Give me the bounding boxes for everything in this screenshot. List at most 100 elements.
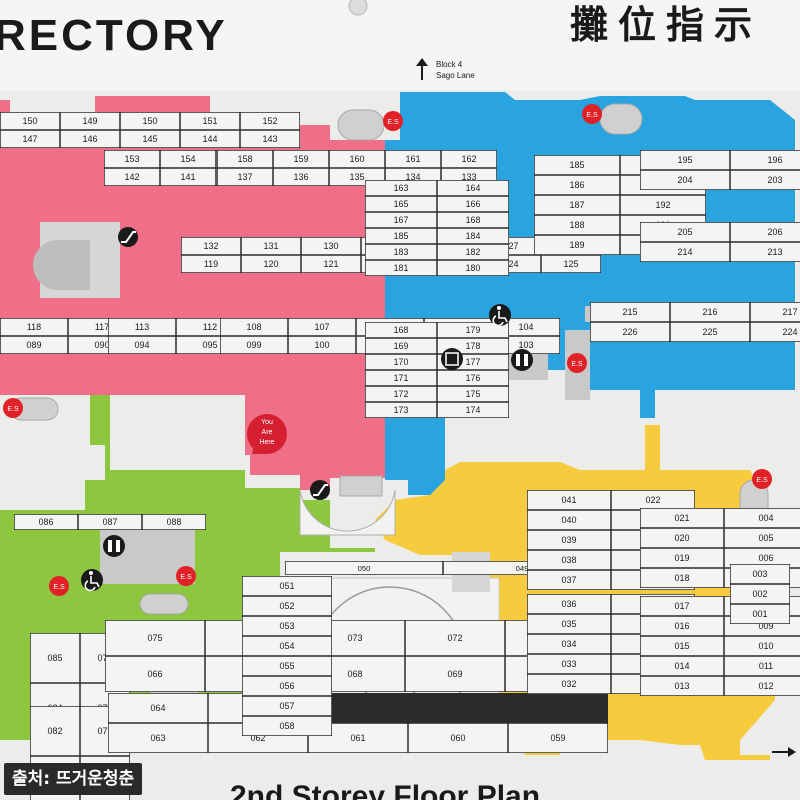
stall-cell xyxy=(730,170,800,190)
stall-cell xyxy=(285,561,443,575)
stall-cell xyxy=(242,616,332,636)
stall-cell xyxy=(365,244,437,260)
stall-cell xyxy=(108,336,176,354)
directory-title: RECTORY xyxy=(0,11,228,60)
stall-block-blue: 195196197198199204203202201200 xyxy=(640,150,800,190)
stall-number: 186 xyxy=(569,180,584,190)
escalator-marker-dot xyxy=(567,353,587,373)
stall-number: 159 xyxy=(293,154,308,164)
exit-arrow-icon xyxy=(772,747,796,757)
stall-number: 142 xyxy=(124,172,139,182)
stall-cell xyxy=(242,676,332,696)
stall-number: 176 xyxy=(466,373,481,383)
stall-number: 160 xyxy=(349,154,364,164)
toilet-icon xyxy=(103,535,125,557)
stall-cell xyxy=(180,130,240,148)
stall-cell xyxy=(640,222,730,242)
stall-number: 154 xyxy=(180,154,195,164)
stall-cell xyxy=(492,318,560,336)
stall-cell xyxy=(104,168,160,186)
stall-cell xyxy=(534,175,620,195)
stall-cell xyxy=(120,112,180,130)
escalator-marker-dot xyxy=(752,469,772,489)
escalator-marker-label: E.S xyxy=(756,477,768,484)
stall-number: 161 xyxy=(405,154,420,164)
stall-number: 203 xyxy=(767,175,782,185)
stall-cell xyxy=(365,402,437,418)
stall-number: 166 xyxy=(466,199,481,209)
stall-number: 082 xyxy=(47,726,62,736)
escalator-marker-dot xyxy=(176,566,196,586)
stall-number: 225 xyxy=(702,327,717,337)
stall-number: 107 xyxy=(314,322,329,332)
stall-number: 216 xyxy=(702,307,717,317)
stall-number: 034 xyxy=(561,639,576,649)
stall-number: 066 xyxy=(147,669,162,679)
stall-number: 010 xyxy=(758,641,773,651)
stall-number: 073 xyxy=(347,633,362,643)
zone-pink xyxy=(0,96,385,490)
stall-cell xyxy=(640,636,724,656)
stall-cell xyxy=(385,150,441,168)
stall-number: 001 xyxy=(752,609,767,619)
stall-cell xyxy=(181,237,241,255)
stall-number: 086 xyxy=(39,517,54,527)
stall-cell xyxy=(160,150,216,168)
stall-cell xyxy=(640,242,730,262)
stall-number: 205 xyxy=(677,227,692,237)
escalator-marker: E.S xyxy=(176,566,196,586)
stall-cell xyxy=(437,322,509,338)
stall-cell xyxy=(105,656,205,692)
escalator-marker: E.S xyxy=(383,111,403,131)
stall-number: 167 xyxy=(394,215,409,225)
wheelchair-icon xyxy=(81,569,103,592)
stall-number: 124 xyxy=(503,259,518,269)
stall-number: 113 xyxy=(135,322,149,332)
stall-number: 172 xyxy=(394,389,409,399)
stall-cell xyxy=(217,168,273,186)
stall-number: 087 xyxy=(103,517,118,527)
stall-cell xyxy=(242,576,332,596)
stall-number: 147 xyxy=(22,134,37,144)
stall-number: 052 xyxy=(279,601,294,611)
stall-number: 075 xyxy=(147,633,162,643)
stall-cell xyxy=(724,508,800,528)
stall-number: 188 xyxy=(569,220,584,230)
stall-number: 004 xyxy=(758,513,773,523)
stall-number: 185 xyxy=(569,160,584,170)
stall-number: 054 xyxy=(279,641,294,651)
stall-cell xyxy=(730,604,790,624)
stall-number: 085 xyxy=(47,653,62,663)
stall-number: 174 xyxy=(466,405,481,415)
escalator-marker-dot xyxy=(3,398,23,418)
stall-number: 019 xyxy=(674,553,689,563)
stall-cell xyxy=(527,654,611,674)
stall-cell xyxy=(724,656,800,676)
stall-number: 118 xyxy=(27,322,41,332)
stall-number: 132 xyxy=(203,241,218,251)
stall-cell xyxy=(527,570,611,590)
stall-number: 217 xyxy=(782,307,797,317)
stall-number: 060 xyxy=(450,733,465,743)
stall-cell xyxy=(724,676,800,696)
stall-block-blue: 205206207208209214213212211210 xyxy=(640,222,800,262)
stall-number: 226 xyxy=(622,327,637,337)
stall-number: 133 xyxy=(461,172,476,182)
stall-cell xyxy=(365,370,437,386)
escalator-marker: E.S xyxy=(752,469,772,489)
stall-cell xyxy=(492,336,560,354)
stall-number: 189 xyxy=(569,240,584,250)
stall-cell xyxy=(365,196,437,212)
stall-number: 121 xyxy=(323,259,338,269)
stall-cell xyxy=(437,386,509,402)
stall-block-blue: 215216217218219220226225224223222221 xyxy=(590,302,800,342)
stall-number: 064 xyxy=(150,703,165,713)
stall-cell xyxy=(365,260,437,276)
escalator-marker-label: E.S xyxy=(180,574,192,581)
stall-number: 063 xyxy=(150,733,165,743)
stall-cell xyxy=(750,302,800,322)
stall-number: 108 xyxy=(246,322,261,332)
